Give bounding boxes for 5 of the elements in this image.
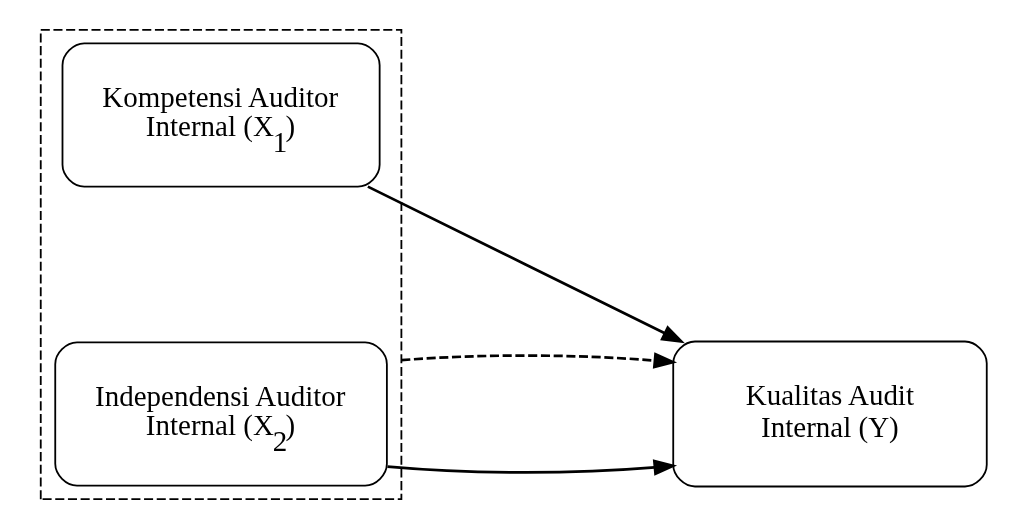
arrow	[366, 185, 685, 344]
arrow	[386, 459, 677, 476]
arrow	[400, 352, 677, 369]
cluster	[39, 28, 402, 501]
node-box: Kualitas Audit Internal (Y)	[671, 340, 988, 488]
